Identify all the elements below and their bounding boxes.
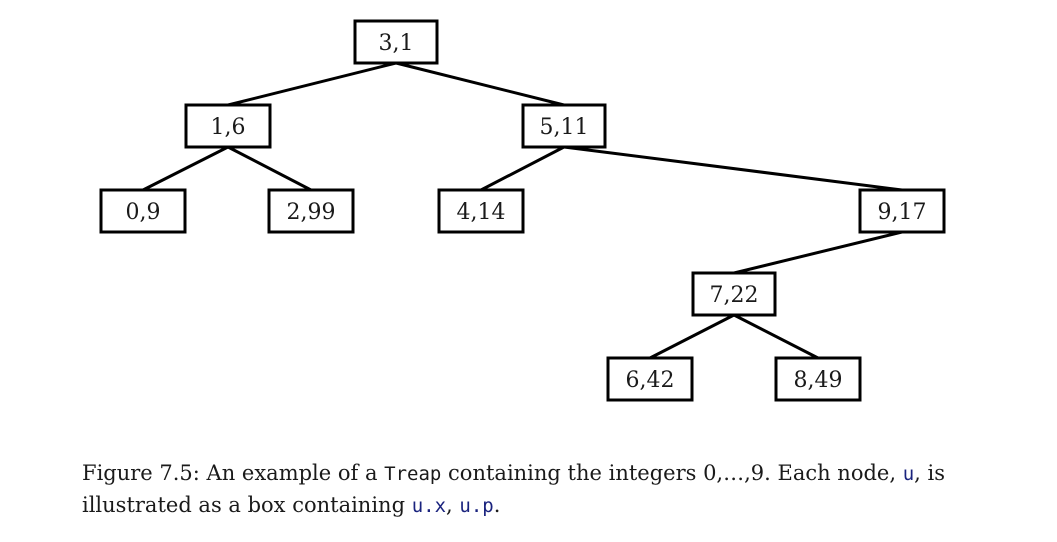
edge-n16-n09 [142, 145, 229, 192]
node-label: 5,11 [540, 115, 589, 140]
tree-node-n511: 5,11 [521, 103, 607, 149]
caption-treap-class: Treap [384, 463, 442, 485]
node-box [184, 103, 272, 149]
node-label: 6,42 [626, 368, 675, 393]
caption-end: . [493, 493, 501, 517]
caption-var-up: u.p [459, 495, 494, 517]
edge-n511-n917 [563, 145, 903, 192]
node-box [606, 356, 694, 402]
edge-n31-n16 [227, 61, 397, 107]
node-box [353, 19, 439, 65]
node-box [267, 188, 355, 234]
nodes-layer: 3,1 1,6 5,11 0,9 2,99 4,14 9,17 7,22 6,42 8,49 [99, 19, 946, 402]
tree-node-n16: 1,6 [184, 103, 272, 149]
edge-n31-n511 [395, 61, 565, 107]
node-box [691, 271, 777, 317]
tree-node-n642: 6,42 [606, 356, 694, 402]
node-box [774, 356, 862, 402]
tree-node-n09: 0,9 [99, 188, 187, 234]
node-box [521, 103, 607, 149]
node-label: 3,1 [379, 31, 414, 56]
tree-node-n849: 8,49 [774, 356, 862, 402]
tree-node-n414: 4,14 [437, 188, 525, 234]
tree-node-n299: 2,99 [267, 188, 355, 234]
tree-node-n31: 3,1 [353, 19, 439, 65]
edge-n16-n299 [227, 145, 312, 192]
node-box [437, 188, 525, 234]
tree-node-n917: 9,17 [858, 188, 946, 234]
caption-var-u: u [902, 463, 915, 485]
edge-n722-n642 [649, 313, 735, 360]
node-label: 4,14 [457, 200, 506, 225]
tree-node-n722: 7,22 [691, 271, 777, 317]
node-label: 0,9 [126, 200, 161, 225]
edge-n722-n849 [733, 313, 819, 360]
caption-text-2: containing the integers 0,…,9. Each node… [441, 461, 903, 485]
node-box [99, 188, 187, 234]
node-label: 1,6 [211, 115, 246, 140]
caption-comma: , [446, 493, 460, 517]
caption-text-1: Figure 7.5: An example of a [82, 461, 385, 485]
treap-diagram: 3,1 1,6 5,11 0,9 2,99 4,14 9,17 7,22 6,42 8,49 [99, 19, 946, 402]
edge-n511-n414 [480, 145, 565, 192]
edge-n917-n722 [733, 230, 903, 275]
figure-caption: Figure 7.5: An example of a Treap contai… [82, 458, 1022, 522]
node-label: 9,17 [878, 200, 927, 225]
caption-var-ux: u.x [411, 495, 447, 517]
node-label: 7,22 [710, 283, 759, 308]
edges-layer [142, 61, 903, 360]
node-box [858, 188, 946, 234]
node-label: 2,99 [287, 200, 336, 225]
caption-text-3: , is illustrated as a box containing [82, 461, 945, 517]
node-label: 8,49 [794, 368, 843, 393]
